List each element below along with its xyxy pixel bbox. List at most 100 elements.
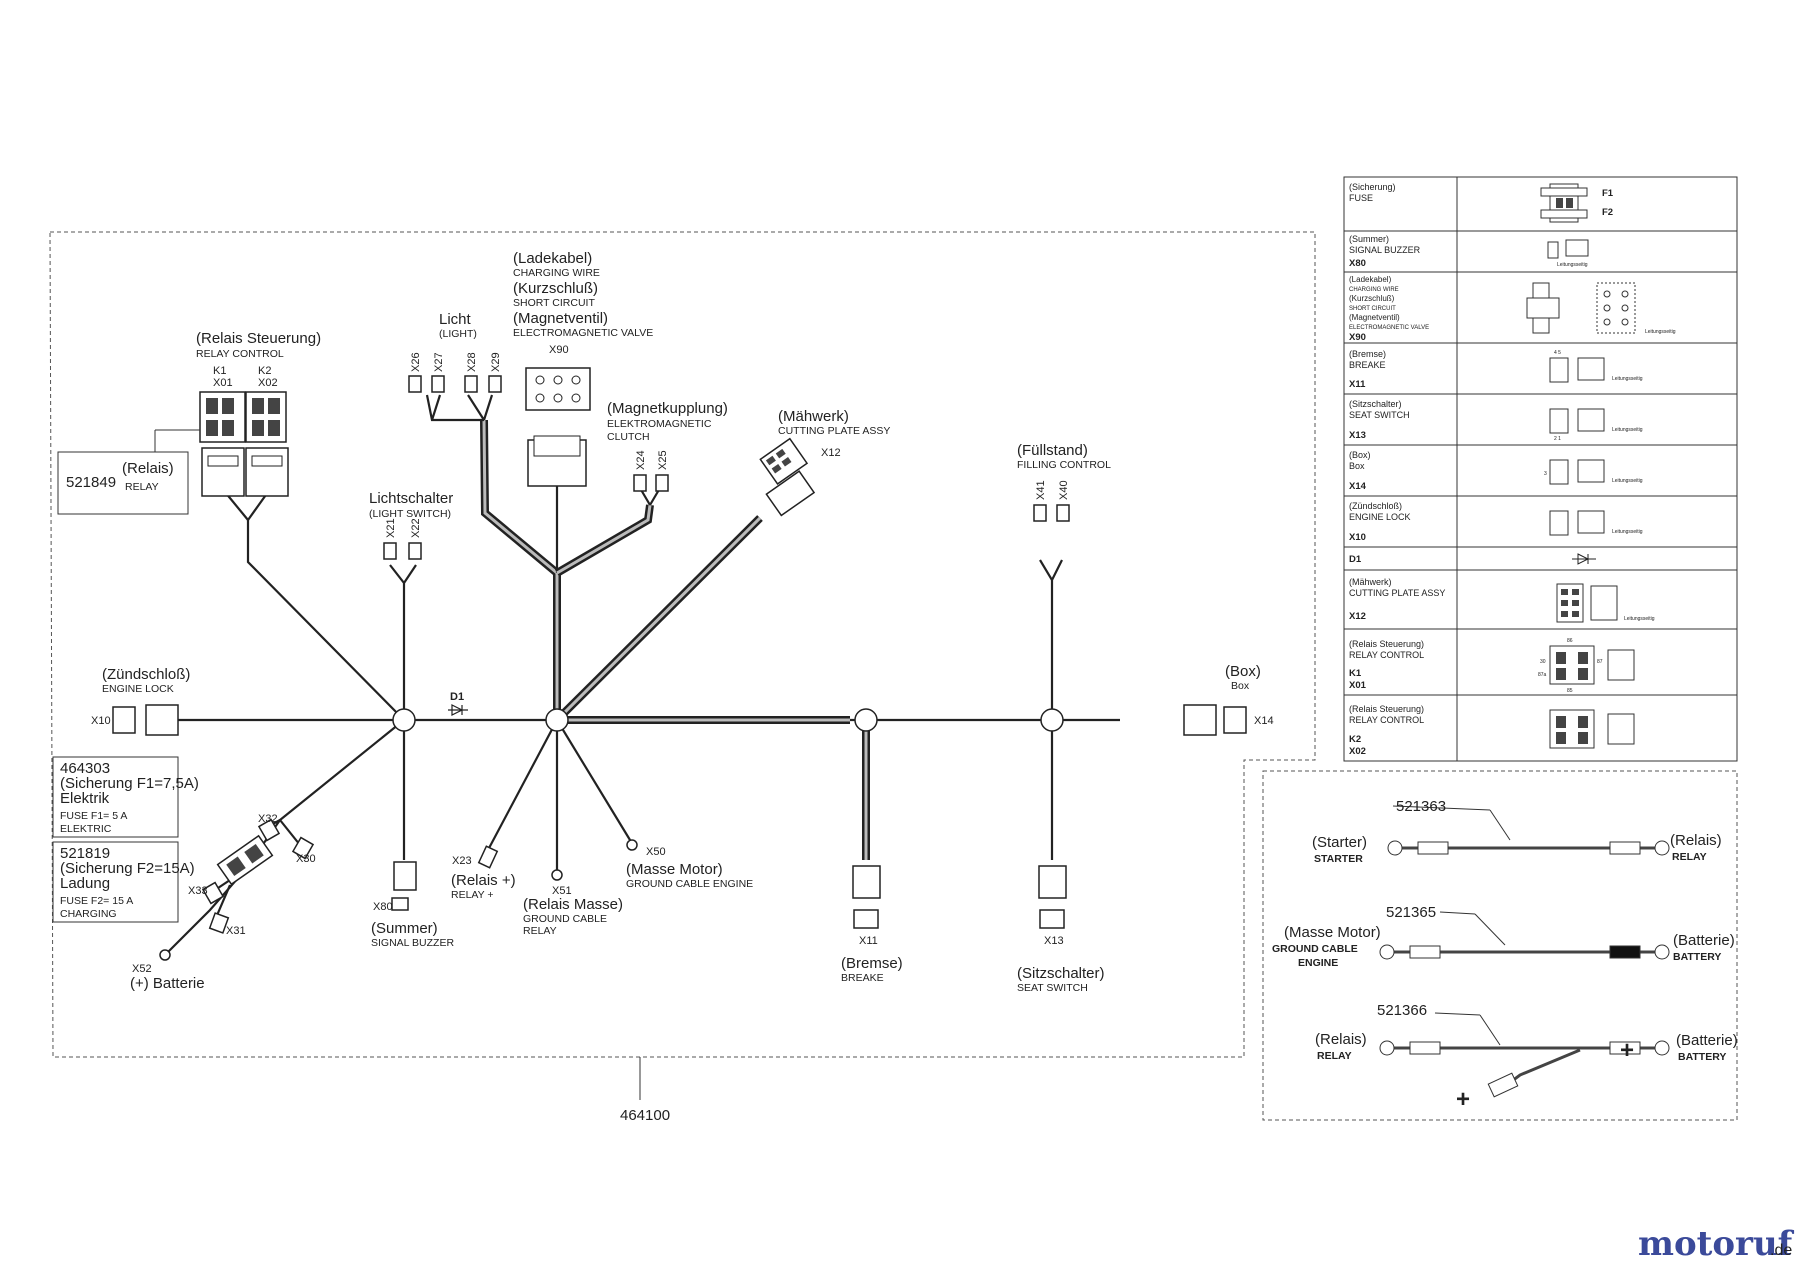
light-x28: X28 [466,352,478,372]
clutch-bundle [554,504,654,577]
legend-k2-icon [1549,709,1635,749]
legend-k1-p30: 30 [1540,659,1546,665]
clutch-x24: X24 [635,450,647,470]
legend-box-de: (Box) [1349,450,1371,460]
light-switch-x22 [408,542,422,560]
relay-part: 521849 [66,474,116,491]
relay-ground-en1: GROUND CABLE [523,913,607,925]
fuse2-de1: (Sicherung F2=15A) [60,860,195,877]
fuse2-de2: Ladung [60,875,110,892]
cable1-left-de: (Starter) [1312,834,1367,851]
legend-x12-note: Leitungsseitig [1624,616,1655,622]
charging-de1: (Ladekabel) [513,250,592,267]
ground-engine-code: X50 [646,846,666,858]
brake-en: BREAKE [841,972,884,984]
fuse1-en2: ELEKTRIC [60,823,112,835]
legend-k2-en: RELAY CONTROL [1349,715,1424,725]
filling-branch [1039,559,1063,720]
light-switch-de: Lichtschalter [369,490,453,507]
clutch-en2: CLUTCH [607,431,650,443]
engine-lock-de: (Zündschloß) [102,666,190,683]
light-x29: X29 [490,352,502,372]
cable2-right-en: BATTERY [1673,951,1721,963]
legend-lock-code: X10 [1349,532,1366,543]
legend-buzzer-icon [1547,241,1559,259]
light-switch-x21 [383,542,397,560]
legend-box-code: X14 [1349,481,1367,492]
fuse-x32: X32 [258,813,278,825]
battery-plus-label: (+) Batterie [130,975,205,992]
legend-brake-en: BREAKE [1349,360,1386,370]
box-connector [1223,706,1247,734]
cable3-plus-2: + [1456,1086,1470,1113]
charging-en2: SHORT CIRCUIT [513,297,595,309]
legend-k1-p86: 86 [1567,638,1573,644]
fuse-holder [216,834,274,886]
legend-k2-code: K2 [1349,734,1361,745]
legend-fuse-en: FUSE [1349,193,1373,203]
fuse-x30: X30 [296,853,316,865]
cable2-left-en1: GROUND CABLE [1272,943,1358,955]
legend-fuse-icon [1540,183,1588,223]
legend-seat-note: Leitungsseitig [1612,427,1643,433]
charging-code: X90 [549,344,569,356]
legend-k1-de: (Relais Steuerung) [1349,639,1424,649]
box-en: Box [1231,680,1250,692]
ground-engine-de: (Masse Motor) [626,861,723,878]
legend-lock-de: (Zündschloß) [1349,501,1402,511]
buzzer-de: (Summer) [371,920,438,937]
filling-x41 [1033,504,1047,522]
clutch-en1: ELEKTROMAGNETIC [607,418,712,430]
light-connectors [408,375,502,393]
fuse-x33: X33 [188,885,208,897]
cable-521363 [1387,805,1670,856]
engine-lock-connector [112,706,136,734]
cable2-part: 521365 [1386,904,1436,921]
relay-plus-de: (Relais +) [451,872,516,889]
junction-node [1040,708,1064,732]
legend-x12-icon [1556,583,1618,623]
x12-connector [759,437,816,517]
legend-k1-p85: 85 [1567,688,1573,694]
cable2-left-en2: ENGINE [1298,957,1338,969]
light-x27: X27 [433,352,445,372]
legend-buzzer-code: X80 [1349,258,1366,269]
legend-lock-en: ENGINE LOCK [1349,512,1411,522]
harness-part-number: 464100 [620,1107,670,1124]
legend-brake-icon [1549,357,1569,383]
charging-en3: ELECTROMAGNETIC VALVE [513,327,653,339]
legend-buzzer-note: Leitungsseitig [1557,262,1588,268]
ground-engine-en: GROUND CABLE ENGINE [626,878,753,890]
relay-x02: X02 [258,377,278,389]
clutch-connector-x24 [633,474,647,492]
relay-k1: K1 [213,365,226,377]
junction-node [854,708,878,732]
cutting-en: CUTTING PLATE ASSY [778,425,890,437]
light-en: (LIGHT) [439,328,477,340]
charging-en1: CHARGING WIRE [513,267,600,279]
legend-x12-en: CUTTING PLATE ASSY [1349,588,1445,598]
junction-node [392,708,416,732]
relay-k1-body [201,447,245,497]
legend-box-note: Leitungsseitig [1612,478,1643,484]
charging-de2: (Kurzschluß) [513,280,598,297]
legend-x90-de3: (Magnetventil) [1349,313,1400,322]
legend-x90-en3: ELECTROMAGNETIC VALVE [1349,325,1429,331]
cable3-left-de: (Relais) [1315,1031,1367,1048]
fuse-branch [164,719,405,956]
relay-label-box [57,451,189,515]
legend-k1-icon [1549,645,1635,685]
light-switch-x21: X21 [385,518,397,538]
cable1-part: 521363 [1396,798,1446,815]
light-switch-branch [389,564,417,720]
engine-lock-en: ENGINE LOCK [102,683,174,695]
box-body [1183,704,1217,736]
light-switch-x22: X22 [410,518,422,538]
cable3-right-en: BATTERY [1678,1051,1726,1063]
cable-521365 [1379,911,1670,960]
harness-frame [49,231,1316,1058]
legend-x12-code: X12 [1349,611,1366,622]
fuse-x52: X52 [132,963,152,975]
light-branch [425,394,494,422]
